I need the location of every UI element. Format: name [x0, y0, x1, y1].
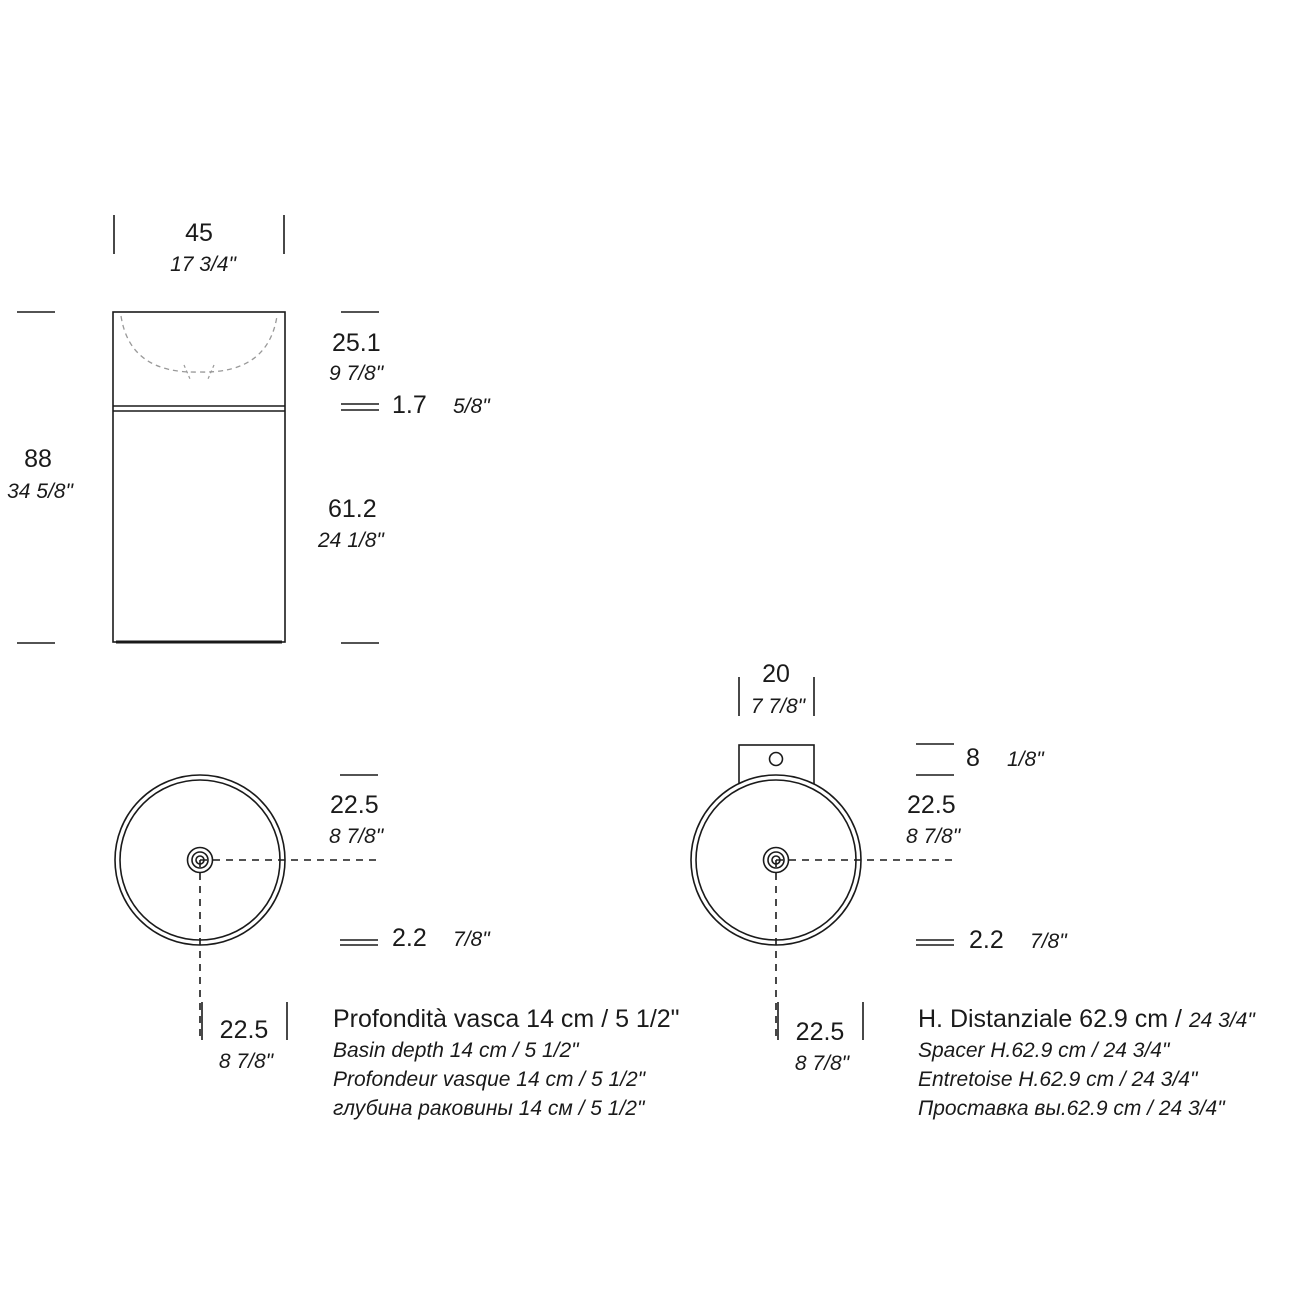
left-radius-cm-label: 22.5 — [330, 791, 379, 819]
left-rim-cm-label: 2.2 — [392, 924, 427, 952]
bracket-depth-cm-label: 8 — [966, 744, 980, 772]
side-view-basin-column — [112, 311, 286, 644]
basin-depth-french: Profondeur vasque 14 cm / 5 1/2" — [333, 1068, 646, 1091]
column-height-in-label: 24 1/8" — [318, 529, 384, 552]
spacer-height-italian: H. Distanziale 62.9 cm / 24 3/4" — [918, 1007, 1255, 1032]
spacer-height-french: Entretoise H.62.9 cm / 24 3/4" — [918, 1068, 1198, 1091]
top-view-left-basin — [114, 774, 380, 1040]
right-rim-in-label: 7/8" — [1030, 930, 1067, 953]
gap-in-label: 5/8" — [453, 395, 490, 418]
basin-height-in-label: 9 7/8" — [329, 362, 384, 385]
spacer-height-italian-text: H. Distanziale 62.9 cm / — [918, 1005, 1189, 1033]
right-radius-in-label: 8 7/8" — [906, 825, 961, 848]
side-view-dimension-lines — [17, 215, 379, 644]
gap-cm-label: 1.7 — [392, 391, 427, 419]
height-cm-label: 88 — [24, 445, 52, 473]
width-cm-label: 45 — [185, 219, 213, 247]
right-radius2-cm-label: 22.5 — [795, 1018, 845, 1046]
spacer-height-russian: Проставка вы.62.9 cm / 24 3/4" — [918, 1097, 1225, 1120]
height-in-label: 34 5/8" — [7, 480, 73, 503]
basin-height-cm-label: 25.1 — [332, 329, 381, 357]
spacer-height-italian-inches: 24 3/4" — [1188, 1009, 1255, 1032]
right-rim-cm-label: 2.2 — [969, 926, 1004, 954]
spacer-height-english: Spacer H.62.9 cm / 24 3/4" — [918, 1039, 1170, 1062]
top-view-right-dimension-lines — [738, 677, 954, 1040]
bracket-width-cm-label: 20 — [762, 660, 790, 688]
left-radius2-cm-label: 22.5 — [219, 1016, 269, 1044]
left-radius2-in-label: 8 7/8" — [218, 1050, 274, 1073]
bracket-depth-in-label: 1/8" — [1007, 748, 1044, 771]
width-in-label: 17 3/4" — [170, 253, 236, 276]
bracket-width-in-label: 7 7/8" — [750, 695, 806, 718]
top-view-left-dimension-lines — [201, 774, 378, 1040]
basin-depth-english: Basin depth 14 cm / 5 1/2" — [333, 1039, 579, 1062]
right-radius-cm-label: 22.5 — [907, 791, 956, 819]
top-view-right-basin — [690, 744, 956, 1040]
left-radius-in-label: 8 7/8" — [329, 825, 384, 848]
basin-depth-italian: Profondità vasca 14 cm / 5 1/2" — [333, 1005, 680, 1033]
column-height-cm-label: 61.2 — [328, 495, 377, 523]
basin-depth-russian: глубина раковины 14 см / 5 1/2" — [333, 1097, 645, 1120]
left-rim-in-label: 7/8" — [453, 928, 490, 951]
right-radius2-in-label: 8 7/8" — [794, 1052, 850, 1075]
